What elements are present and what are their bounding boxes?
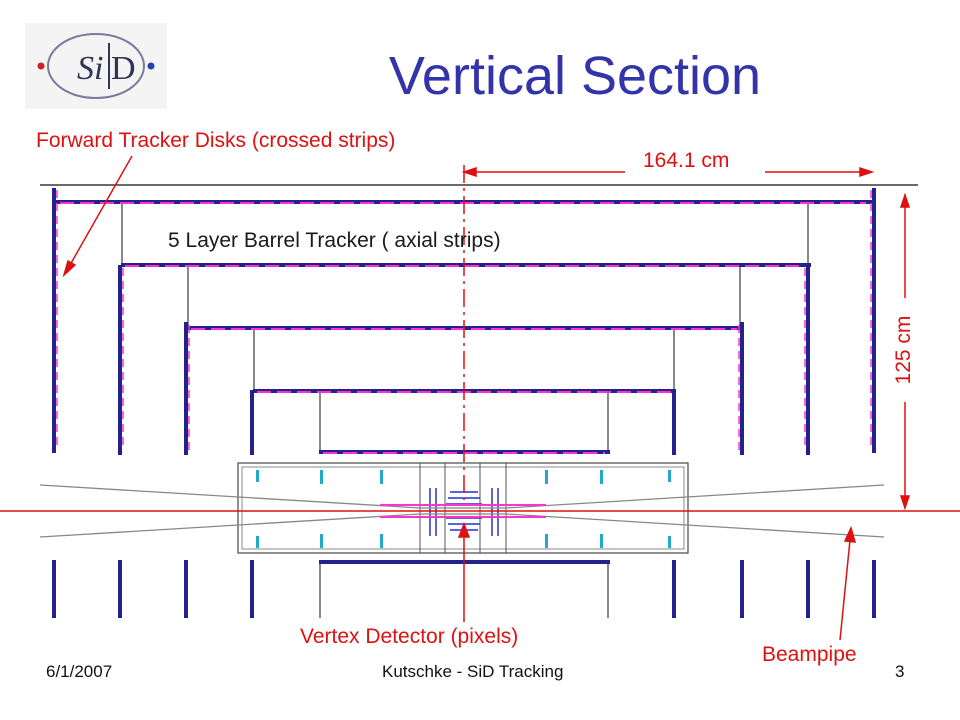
radius-dimension xyxy=(899,192,911,511)
forward-disk-strips-upper xyxy=(56,190,872,450)
barrel-layer-2 xyxy=(121,263,811,328)
logo-red-dot xyxy=(37,62,45,70)
radius-label: 125 cm xyxy=(892,315,915,385)
vertex-arrow xyxy=(457,521,471,622)
footer-page-number: 3 xyxy=(895,662,905,681)
footer-date: 6/1/2007 xyxy=(46,662,113,681)
half-length-dimension xyxy=(461,166,875,178)
sid-logo-graphic: Si D xyxy=(37,33,155,99)
radius-label-wrapper: 125 cm xyxy=(878,305,930,395)
logo-text-si: Si xyxy=(77,50,103,87)
beampipe-label: Beampipe xyxy=(762,643,857,666)
half-length-label: 164.1 cm xyxy=(643,149,730,172)
beampipe xyxy=(39,484,885,538)
vertex-label: Vertex Detector (pixels) xyxy=(300,625,519,648)
forward-disks-upper xyxy=(52,188,876,455)
forward-tracker-label: Forward Tracker Disks (crossed strips) xyxy=(36,129,396,152)
beampipe-magenta xyxy=(380,504,546,518)
footer-author: Kutschke - SiD Tracking xyxy=(382,662,564,681)
barrel-layer-1 xyxy=(56,200,876,265)
sid-logo: Si D xyxy=(25,23,167,109)
logo-text-d: D xyxy=(111,50,136,87)
forward-tracker-arrow xyxy=(62,155,133,278)
page-title: Vertical Section xyxy=(388,46,762,106)
logo-blue-dot xyxy=(147,62,155,70)
barrel-tracker-label: 5 Layer Barrel Tracker ( axial strips) xyxy=(168,229,501,252)
beampipe-arrow xyxy=(839,525,857,641)
forward-disks-lower xyxy=(52,560,876,618)
logo-ring xyxy=(47,33,145,99)
